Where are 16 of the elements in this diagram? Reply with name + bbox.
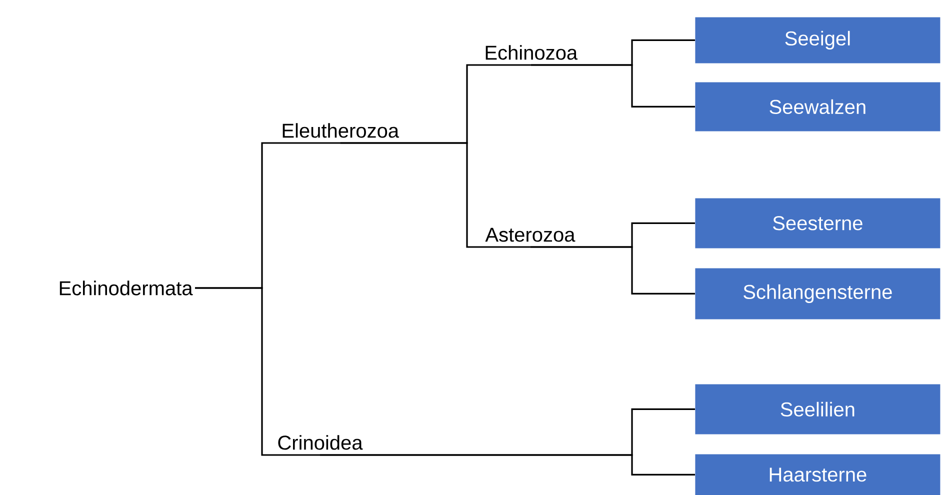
taxon-box: Schlangensterne — [695, 268, 940, 320]
taxon-box: Haarsterne — [695, 454, 940, 495]
clade-label: Asterozoa — [485, 228, 576, 242]
taxon-box: Seesterne — [695, 198, 940, 248]
tree-branch — [340, 142, 530, 248]
taxon-box: Seeigel — [695, 17, 940, 64]
clade-label: Eleutherozoa — [282, 123, 400, 138]
tree-branch — [195, 287, 320, 456]
tree-branch — [530, 246, 696, 294]
root-label: Echinodermata — [60, 280, 193, 296]
taxon-box: Seelilien — [695, 384, 940, 434]
clade-label: Crinoidea — [278, 435, 363, 450]
tree-branch — [320, 454, 696, 476]
taxon-box: Seewalzen — [695, 82, 940, 132]
clade-label: Echinozoa — [486, 45, 578, 60]
tree-branch — [530, 64, 696, 108]
